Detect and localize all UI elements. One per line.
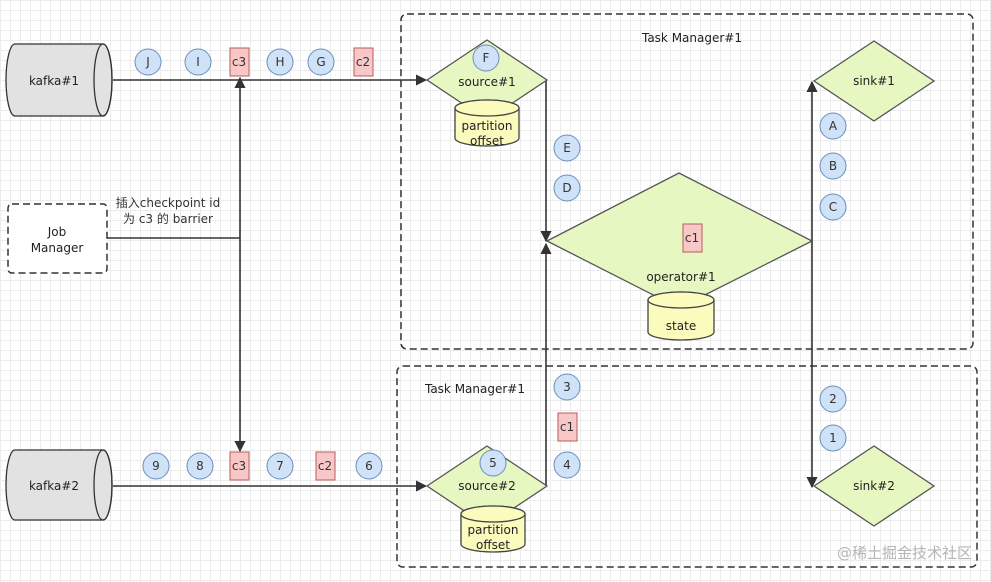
record-J-label: J: [145, 55, 150, 69]
record-E: [553, 134, 581, 162]
barrier-c3-stream1: [229, 47, 250, 77]
marker-F: [472, 44, 500, 72]
record-1: [819, 424, 847, 452]
job-manager-label-1: Job: [47, 225, 67, 239]
watermark: @稀土掘金技术社区: [837, 544, 972, 562]
operator-label: operator#1: [646, 270, 715, 284]
source2-node: 5 source#2 partition offset: [425, 445, 549, 553]
task-manager-bottom-box: [396, 365, 978, 568]
source1-store-label-1: partition: [462, 119, 513, 133]
record-7-label: 7: [276, 459, 284, 473]
operator-barrier-c1-label: c1: [685, 231, 699, 245]
record-B-label: B: [829, 159, 837, 173]
record-7: [266, 452, 294, 480]
source1-store-label-2: offset: [470, 134, 504, 148]
record-8-label: 8: [196, 459, 204, 473]
record-1-label: 1: [829, 431, 837, 445]
record-C-label: C: [829, 200, 837, 214]
kafka1-label: kafka#1: [29, 74, 79, 88]
record-H-label: H: [275, 55, 284, 69]
record-H: [266, 48, 294, 76]
barrier-c2-stream1-label: c2: [356, 55, 370, 69]
record-B: [819, 152, 847, 180]
barrier-c2-stream2: [315, 451, 336, 481]
kafka1-node: kafka#1: [5, 43, 113, 117]
task-manager-top-label: Task Manager#1: [641, 31, 742, 45]
task-manager-top-box: [400, 13, 974, 350]
record-A: [819, 112, 847, 140]
record-D-label: D: [562, 181, 571, 195]
stream2-markers: 9 8 c3 7 c2 6: [142, 451, 383, 481]
task-manager-bottom-label: Task Manager#1: [424, 382, 525, 396]
record-4: [553, 451, 581, 479]
source2-store-label-1: partition: [468, 523, 519, 537]
barrier-c3-stream1-label: c3: [232, 55, 246, 69]
barrier-c1-stream2-label: c1: [560, 420, 574, 434]
sink2-label: sink#2: [853, 479, 895, 493]
record-I-label: I: [196, 55, 200, 69]
record-I: [184, 48, 212, 76]
barrier-c2-stream1: [353, 47, 374, 77]
state-label: state: [666, 319, 696, 333]
barrier-c3-stream2-label: c3: [232, 459, 246, 473]
source2-store-label-2: offset: [476, 538, 510, 552]
job-manager-label-2: Manager: [31, 241, 84, 255]
marker-5: [479, 449, 507, 477]
record-6: [355, 452, 383, 480]
source2-label: source#2: [458, 479, 516, 493]
record-9: [142, 452, 170, 480]
barrier-note-line2: 为 c3 的 barrier: [123, 211, 213, 226]
marker-F-label: F: [483, 51, 490, 65]
sink1-node: sink#1: [812, 40, 936, 122]
record-9-label: 9: [152, 459, 160, 473]
record-G: [307, 48, 335, 76]
record-2: [819, 385, 847, 413]
record-2-label: 2: [829, 392, 837, 406]
record-J: [134, 48, 162, 76]
source1-label: source#1: [458, 75, 516, 89]
record-D: [553, 174, 581, 202]
source1-node: F source#1 partition offset: [425, 39, 549, 148]
barrier-c2-stream2-label: c2: [318, 459, 332, 473]
record-8: [186, 452, 214, 480]
record-3: [553, 373, 581, 401]
record-E-label: E: [563, 141, 571, 155]
record-C: [819, 193, 847, 221]
operator-barrier-c1: [682, 223, 703, 253]
marker-5-label: 5: [489, 456, 497, 470]
kafka2-node: kafka#2: [5, 449, 113, 521]
record-4-label: 4: [563, 458, 571, 472]
barrier-c1-stream2: [557, 412, 578, 442]
barrier-note-line1: 插入checkpoint id: [116, 196, 221, 210]
stream1-markers: J I c3 H G c2: [134, 47, 374, 77]
sink1-label: sink#1: [853, 74, 895, 88]
sink2-node: sink#2: [812, 445, 936, 527]
operator-node: c1 operator#1 state: [545, 172, 814, 341]
job-manager-node: Job Manager: [7, 203, 108, 274]
kafka2-label: kafka#2: [29, 479, 79, 493]
record-G-label: G: [316, 55, 325, 69]
record-A-label: A: [829, 119, 838, 133]
barrier-c3-stream2: [229, 451, 250, 481]
record-3-label: 3: [563, 380, 571, 394]
record-6-label: 6: [365, 459, 373, 473]
